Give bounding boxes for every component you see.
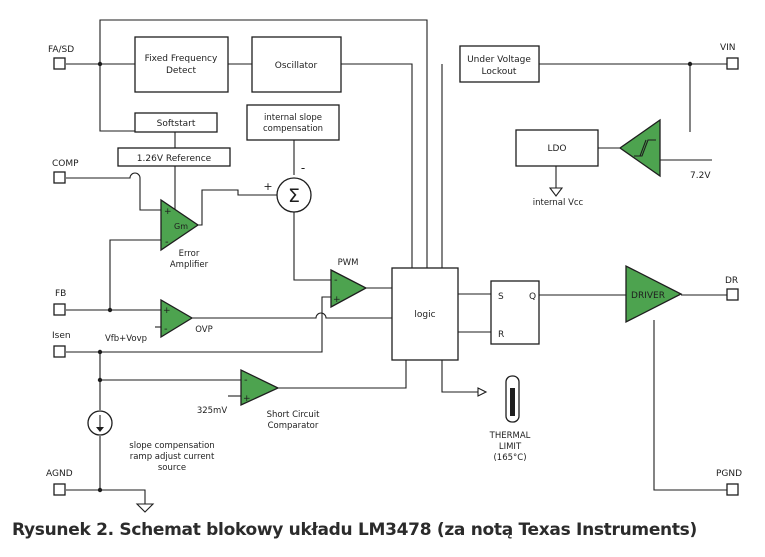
- svg-text:Q: Q: [529, 292, 536, 302]
- svg-text:R: R: [498, 330, 504, 340]
- svg-text:DRIVER: DRIVER: [631, 291, 665, 301]
- svg-text:Lockout: Lockout: [482, 67, 517, 77]
- pin-dr-label: DR: [725, 276, 738, 286]
- svg-text:PWM: PWM: [338, 258, 359, 268]
- svg-text:Error: Error: [179, 249, 200, 259]
- pin-comp: [53, 171, 66, 184]
- ovp-comparator: + - OVP Vfb+Vovp: [105, 298, 213, 344]
- svg-text:+: +: [333, 295, 341, 305]
- svg-text:LIMIT: LIMIT: [499, 442, 522, 452]
- svg-text:source: source: [158, 463, 186, 473]
- sum-block: Σ + -: [263, 161, 312, 213]
- svg-text:Under Voltage: Under Voltage: [467, 55, 531, 65]
- pin-agnd-label: AGND: [46, 469, 73, 479]
- pin-comp-label: COMP: [52, 159, 79, 169]
- pwm-comparator: - + PWM: [330, 258, 368, 309]
- svg-text:OVP: OVP: [195, 325, 212, 335]
- slope-compensation-block: internal slope compensation: [246, 104, 340, 141]
- logic-block: logic: [391, 267, 459, 361]
- pin-fb: [53, 303, 66, 316]
- thermal-limit-block: THERMAL LIMIT (165°C): [489, 375, 531, 463]
- error-amplifier: + - Gm Error Amplifier: [160, 198, 209, 270]
- svg-text:7.2V: 7.2V: [690, 171, 711, 181]
- svg-text:Gm: Gm: [174, 222, 188, 231]
- softstart-block: Softstart: [134, 112, 218, 133]
- oscillator-block: Oscillator: [251, 36, 342, 93]
- junction-dots: [97, 61, 693, 493]
- sr-flip-flop: S R Q: [490, 280, 540, 345]
- svg-text:S: S: [498, 292, 504, 302]
- pin-pgnd: [726, 483, 739, 496]
- svg-text:1.26V Reference: 1.26V Reference: [137, 154, 212, 164]
- svg-text:ramp adjust current: ramp adjust current: [130, 452, 215, 462]
- svg-text:Σ: Σ: [288, 185, 300, 207]
- svg-text:-: -: [301, 161, 305, 175]
- svg-text:-: -: [334, 275, 338, 286]
- pin-fa-sd-label: FA/SD: [48, 45, 74, 55]
- pin-vin-label: VIN: [720, 43, 736, 53]
- pin-isen: [53, 345, 66, 358]
- pin-pgnd-label: PGND: [716, 469, 742, 479]
- svg-text:(165°C): (165°C): [493, 453, 526, 463]
- svg-text:-: -: [244, 375, 248, 386]
- svg-text:logic: logic: [414, 310, 435, 320]
- pin-fb-label: FB: [55, 289, 66, 299]
- wires: [66, 19, 727, 513]
- svg-text:Oscillator: Oscillator: [275, 61, 318, 71]
- svg-text:-: -: [164, 324, 168, 335]
- svg-text:+: +: [263, 180, 272, 193]
- svg-text:Fixed Frequency: Fixed Frequency: [145, 54, 218, 64]
- reference-block: 1.26V Reference: [117, 147, 231, 167]
- svg-text:Softstart: Softstart: [157, 119, 196, 129]
- svg-text:Comparator: Comparator: [268, 421, 319, 431]
- internal-vcc-label: internal Vcc: [533, 198, 584, 208]
- svg-text:internal slope: internal slope: [264, 113, 322, 123]
- svg-text:compensation: compensation: [263, 124, 323, 134]
- svg-text:Amplifier: Amplifier: [170, 260, 209, 270]
- pin-fa-sd: [53, 57, 66, 70]
- uvlo-block: Under Voltage Lockout: [459, 45, 540, 83]
- svg-text:+: +: [163, 306, 171, 316]
- svg-text:internal Vcc: internal Vcc: [533, 198, 584, 208]
- pin-agnd: [53, 483, 66, 496]
- svg-text:+: +: [164, 207, 172, 217]
- svg-text:LDO: LDO: [547, 144, 566, 154]
- current-source: slope compensation ramp adjust current s…: [87, 410, 215, 473]
- svg-text:Detect: Detect: [166, 66, 196, 76]
- short-circuit-comparator: - + 325mV Short Circuit Comparator: [197, 368, 321, 431]
- pins: FA/SD COMP FB Isen AGND VIN DR PGND: [46, 43, 742, 496]
- pin-dr: [726, 288, 739, 301]
- svg-text:+: +: [243, 394, 251, 404]
- ldo-block: LDO: [515, 129, 599, 167]
- pin-vin: [726, 57, 739, 70]
- svg-text:325mV: 325mV: [197, 406, 228, 416]
- figure-caption: Rysunek 2. Schemat blokowy układu LM3478…: [12, 520, 697, 540]
- driver-block: DRIVER: [625, 264, 683, 324]
- svg-text:Vfb+Vovp: Vfb+Vovp: [105, 334, 147, 344]
- fixed-frequency-detect-block: Fixed Frequency Detect: [134, 36, 229, 93]
- svg-text:THERMAL: THERMAL: [489, 431, 531, 441]
- svg-text:Short Circuit: Short Circuit: [267, 410, 321, 420]
- block-diagram: FA/SD COMP FB Isen AGND VIN DR PGND Fixe…: [46, 19, 742, 513]
- ldo-comparator: 7.2V: [618, 118, 711, 181]
- svg-text:-: -: [165, 237, 169, 248]
- svg-text:slope compensation: slope compensation: [129, 441, 214, 451]
- pin-isen-label: Isen: [52, 331, 71, 341]
